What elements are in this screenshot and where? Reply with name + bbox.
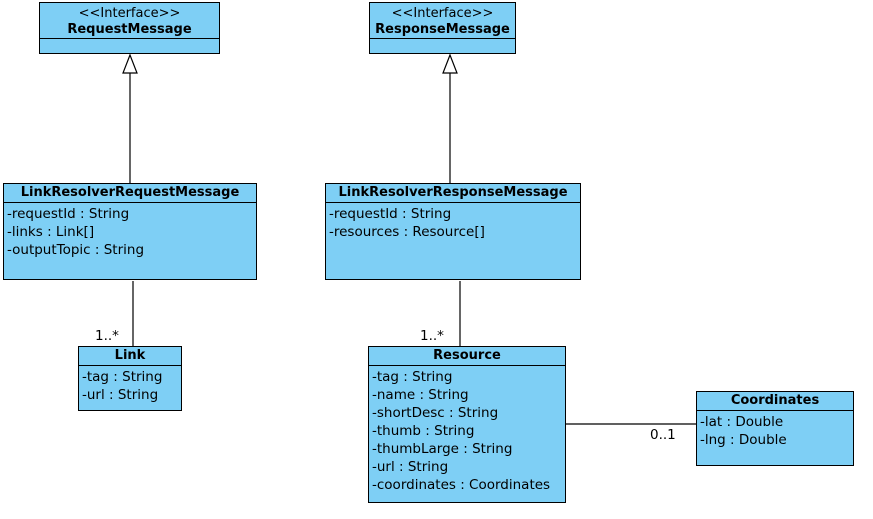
class-header: Link xyxy=(79,347,181,366)
generalization-response-arrowhead xyxy=(442,53,458,74)
class-name: LinkResolverRequestMessage xyxy=(20,185,240,200)
attribute-list: -lat : Double -lng : Double xyxy=(697,411,853,451)
attribute: -thumb : String xyxy=(372,423,475,439)
multiplicity-resource-coordinates: 0..1 xyxy=(650,427,676,443)
class-header: Resource xyxy=(369,347,565,366)
generalization-request-arrowhead xyxy=(122,53,138,74)
stereotype-label: <<Interface>> xyxy=(391,6,494,21)
class-request-message[interactable]: <<Interface>> RequestMessage xyxy=(39,2,220,54)
attribute-list: -requestId : String -links : Link[] -out… xyxy=(4,203,256,261)
stereotype-label: <<Interface>> xyxy=(78,6,181,21)
attribute: -thumbLarge : String xyxy=(372,441,513,457)
class-name: Coordinates xyxy=(730,393,820,408)
attribute: -requestId : String xyxy=(329,206,452,222)
class-resource[interactable]: Resource -tag : String -name : String -s… xyxy=(368,346,566,503)
attribute: -url : String xyxy=(372,459,449,475)
class-header: LinkResolverRequestMessage xyxy=(4,184,256,203)
class-name: ResponseMessage xyxy=(375,22,510,37)
class-header: <<Interface>> RequestMessage xyxy=(40,3,219,39)
class-header: <<Interface>> ResponseMessage xyxy=(370,3,515,39)
attribute-list: -tag : String -name : String -shortDesc … xyxy=(369,366,565,496)
attribute: -url : String xyxy=(82,387,159,403)
attribute: -shortDesc : String xyxy=(372,405,499,421)
multiplicity-request-link: 1..* xyxy=(95,328,119,344)
class-coordinates[interactable]: Coordinates -lat : Double -lng : Double xyxy=(696,391,854,466)
class-response-message[interactable]: <<Interface>> ResponseMessage xyxy=(369,2,516,54)
attribute: -lat : Double xyxy=(700,414,784,430)
class-name: RequestMessage xyxy=(67,22,192,37)
class-link-resolver-response-message[interactable]: LinkResolverResponseMessage -requestId :… xyxy=(325,183,581,280)
class-header: LinkResolverResponseMessage xyxy=(326,184,580,203)
attribute: -links : Link[] xyxy=(7,224,95,240)
class-link-resolver-request-message[interactable]: LinkResolverRequestMessage -requestId : … xyxy=(3,183,257,280)
class-header: Coordinates xyxy=(697,392,853,411)
attribute: -coordinates : Coordinates xyxy=(372,477,551,493)
attribute: -tag : String xyxy=(82,369,163,385)
class-name: Resource xyxy=(433,348,501,363)
attribute: -outputTopic : String xyxy=(7,242,145,258)
attribute: -resources : Resource[] xyxy=(329,224,485,240)
class-name: Link xyxy=(114,348,146,363)
class-link[interactable]: Link -tag : String -url : String xyxy=(78,346,182,411)
attribute-list: -tag : String -url : String xyxy=(79,366,181,406)
attribute-list: -requestId : String -resources : Resourc… xyxy=(326,203,580,243)
attribute: -lng : Double xyxy=(700,432,787,448)
class-name: LinkResolverResponseMessage xyxy=(338,185,568,200)
multiplicity-response-resource: 1..* xyxy=(420,328,444,344)
attribute: -name : String xyxy=(372,387,469,403)
attribute: -requestId : String xyxy=(7,206,130,222)
attribute: -tag : String xyxy=(372,369,453,385)
